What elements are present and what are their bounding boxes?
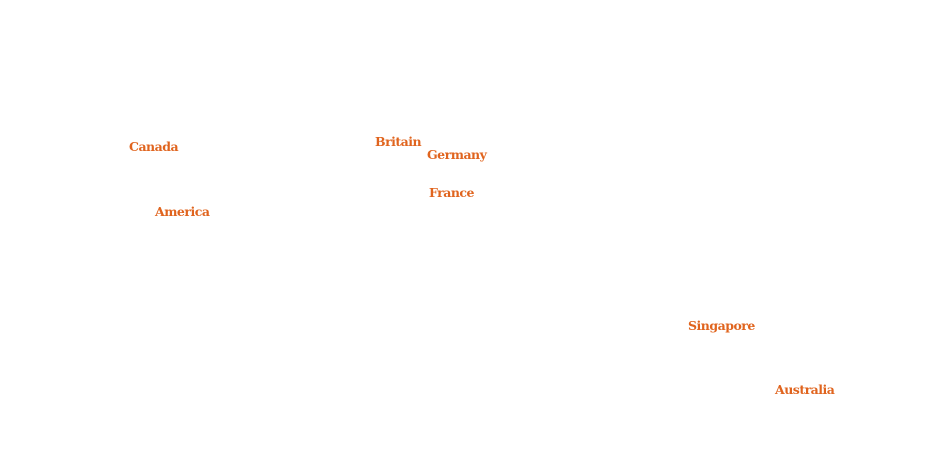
country-label-singapore: Singapore bbox=[688, 318, 755, 333]
country-label-germany: Germany bbox=[427, 147, 487, 162]
country-label-france: France bbox=[429, 185, 475, 200]
country-label-britain: Britain bbox=[375, 134, 422, 149]
country-label-america: America bbox=[155, 204, 210, 219]
country-label-australia: Australia bbox=[775, 382, 835, 397]
country-label-canada: Canada bbox=[129, 139, 179, 154]
